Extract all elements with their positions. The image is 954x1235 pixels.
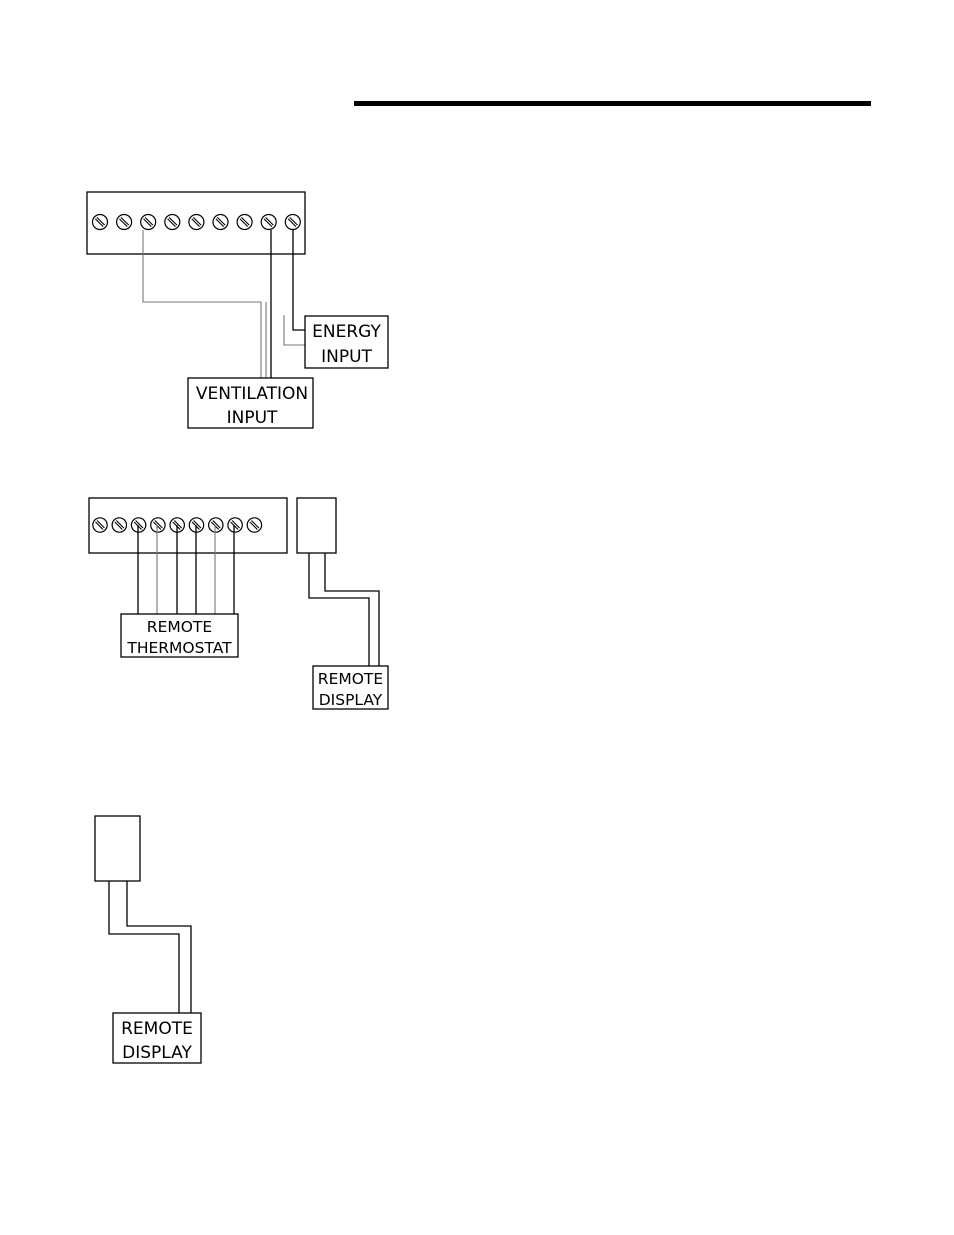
terminal-screw-icon [189,215,204,230]
energy-input-label-2: INPUT [321,347,372,367]
remote-display-label-2b: DISPLAY [319,691,383,709]
terminal-screw-icon [237,215,252,230]
energy-input-label-1: ENERGY [312,322,381,342]
display-wire-3b [127,881,191,1013]
terminal-screw-icon [141,215,156,230]
diagram-1: ENERGY INPUT VENTILATION INPUT [87,192,388,428]
terminal-screw-icon [285,215,300,230]
terminal-screw-icon [213,215,228,230]
remote-display-label-3b: DISPLAY [122,1043,192,1063]
diagram-3: REMOTE DISPLAY [95,816,201,1063]
display-wire-3a [109,881,179,1013]
terminal-screw-icon [209,518,223,532]
remote-thermostat-label-1: REMOTE [147,618,212,636]
terminal-screws-1 [93,215,301,230]
remote-thermostat-label-2: THERMOSTAT [126,639,232,657]
diagram-2: REMOTE THERMOSTAT REMOTE DISPLAY [89,498,388,709]
ventilation-input-label-1: VENTILATION [196,384,308,404]
header-rule [354,101,871,106]
terminal-screw-icon [228,518,242,532]
terminal-screw-icon [261,215,276,230]
display-jack-2 [297,498,336,553]
terminal-screw-icon [93,215,108,230]
terminal-screw-icon [93,518,107,532]
terminal-screw-icon [165,215,180,230]
ventilation-input-label-2: INPUT [227,408,278,428]
terminal-screw-icon [247,518,261,532]
remote-display-label-3a: REMOTE [121,1019,193,1039]
terminal-screw-icon [117,215,132,230]
terminal-screw-icon [112,518,126,532]
display-wire-2 [325,553,379,666]
display-jack-3 [95,816,140,881]
terminal-screw-icon [151,518,165,532]
remote-display-label-2a: REMOTE [318,670,383,688]
display-wire-1 [309,553,369,666]
